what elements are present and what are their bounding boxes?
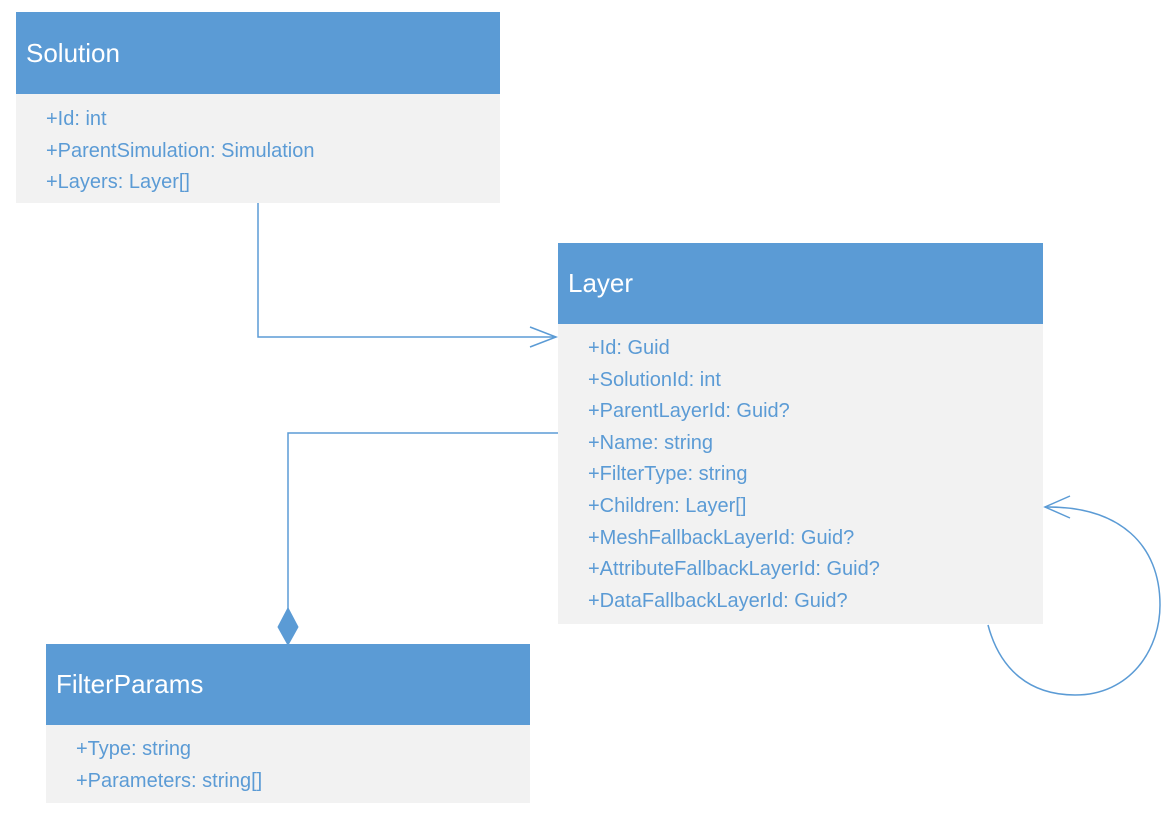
attribute-parameters: +Parameters: string[] xyxy=(76,769,263,792)
attribute-list: +Type: string +Parameters: string[] xyxy=(46,725,530,797)
class-name: FilterParams xyxy=(46,644,530,725)
attribute-solution-id: +SolutionId: int xyxy=(588,368,721,391)
association-line xyxy=(257,203,556,338)
class-name: Solution xyxy=(16,12,500,94)
class-layer[interactable]: Layer +Id: Guid +SolutionId: int +Parent… xyxy=(558,243,1043,624)
attribute-parent-layer-id: +ParentLayerId: Guid? xyxy=(588,400,790,423)
attribute-list: +Id: Guid +SolutionId: int +ParentLayerI… xyxy=(558,324,1043,617)
attribute-children: +Children: Layer[] xyxy=(588,494,747,517)
attribute-type: +Type: string xyxy=(76,738,192,760)
class-solution[interactable]: Solution +Id: int +ParentSimulation: Sim… xyxy=(16,12,500,203)
class-filterparams[interactable]: FilterParams +Type: string +Parameters: … xyxy=(46,644,530,803)
layer-filterparams-composition xyxy=(277,432,558,647)
attribute-id: +Id: Guid xyxy=(588,337,670,359)
attribute-list: +Id: int +ParentSimulation: Simulation +… xyxy=(16,94,500,199)
attribute-data-fallback-layer-id: +DataFallbackLayerId: Guid? xyxy=(588,589,848,612)
open-arrowhead-icon xyxy=(529,326,559,348)
composition-line xyxy=(287,432,558,610)
open-arrowhead-icon xyxy=(1043,495,1071,519)
solution-layer-association xyxy=(257,203,559,348)
composition-diamond-icon xyxy=(277,606,299,647)
attribute-attribute-fallback-layer-id: +AttributeFallbackLayerId: Guid? xyxy=(588,558,880,581)
attribute-name: +Name: string xyxy=(588,431,714,454)
attribute-layers: +Layers: Layer[] xyxy=(46,171,190,194)
attribute-mesh-fallback-layer-id: +MeshFallbackLayerId: Guid? xyxy=(588,526,855,549)
attribute-id: +Id: int xyxy=(46,108,107,130)
attribute-parent-simulation: +ParentSimulation: Simulation xyxy=(46,139,315,162)
attribute-filter-type: +FilterType: string xyxy=(588,463,748,486)
class-name: Layer xyxy=(558,243,1043,324)
